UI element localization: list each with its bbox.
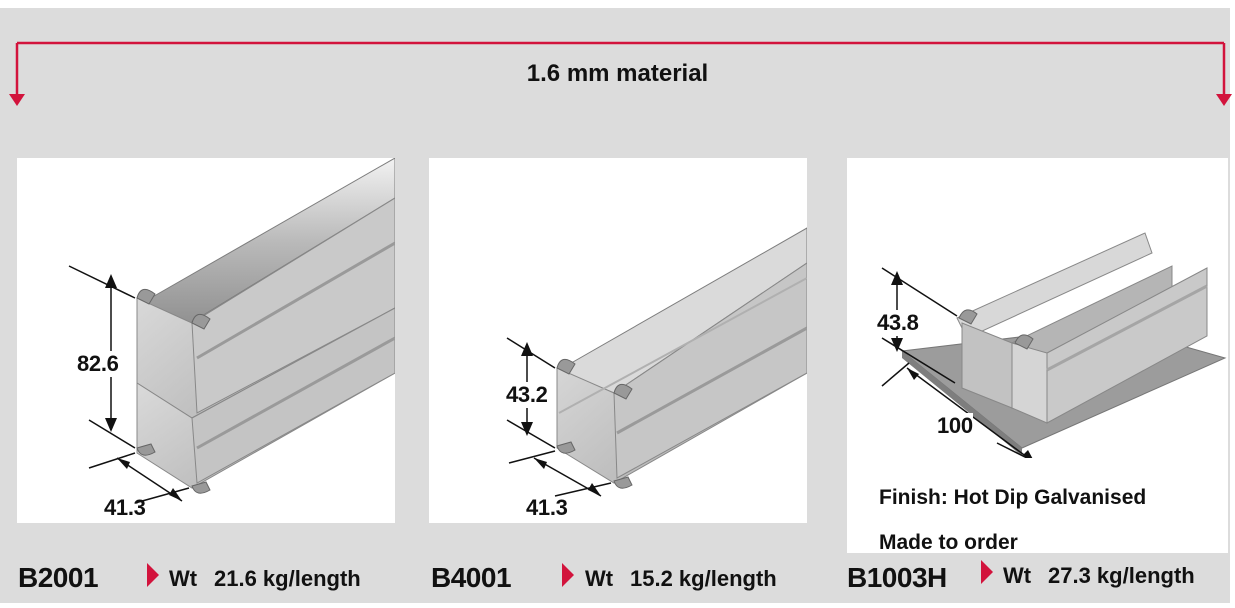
pointer-icon	[981, 560, 993, 584]
pointer-icon	[562, 563, 574, 587]
double-channel-illustration	[68, 158, 395, 504]
product-code-b2001: B2001	[18, 562, 99, 593]
channel-with-base-plate-illustration	[881, 232, 1227, 458]
product-code-b1003h: B1003H	[847, 562, 947, 593]
width-dimension-label: 41.3	[526, 495, 568, 520]
width-dimension-label: 100	[937, 413, 973, 439]
material-bracket	[9, 41, 1232, 106]
left-arrow-icon	[9, 94, 25, 106]
weight-prefix: Wt	[169, 566, 198, 591]
product-image-b1003h: 43.8 100 Finish: Hot Dip Galvanised Made…	[847, 158, 1228, 553]
weight-value: 15.2 kg/length	[630, 566, 777, 591]
weight-value: 27.3 kg/length	[1048, 563, 1195, 588]
right-arrow-icon	[1216, 94, 1232, 106]
width-dimension-label: 41.3	[104, 495, 146, 520]
finish-note: Finish: Hot Dip Galvanised	[879, 486, 1147, 509]
height-dimension-label: 43.8	[877, 310, 919, 336]
height-dimension-label: 82.6	[77, 351, 119, 377]
product-image-b4001: 43.2 41.3	[429, 158, 807, 523]
product-code-b4001: B4001	[431, 562, 512, 593]
single-channel-illustration	[506, 227, 807, 497]
height-dimension-label: 43.2	[506, 382, 548, 408]
weight-prefix: Wt	[1003, 563, 1032, 588]
pointer-icon	[147, 563, 159, 587]
weight-value: 21.6 kg/length	[214, 566, 361, 591]
availability-note: Made to order	[879, 531, 1018, 553]
product-image-b2001: 82.6 41.3	[17, 158, 395, 523]
material-title: 1.6 mm material	[526, 60, 709, 87]
weight-prefix: Wt	[585, 566, 614, 591]
